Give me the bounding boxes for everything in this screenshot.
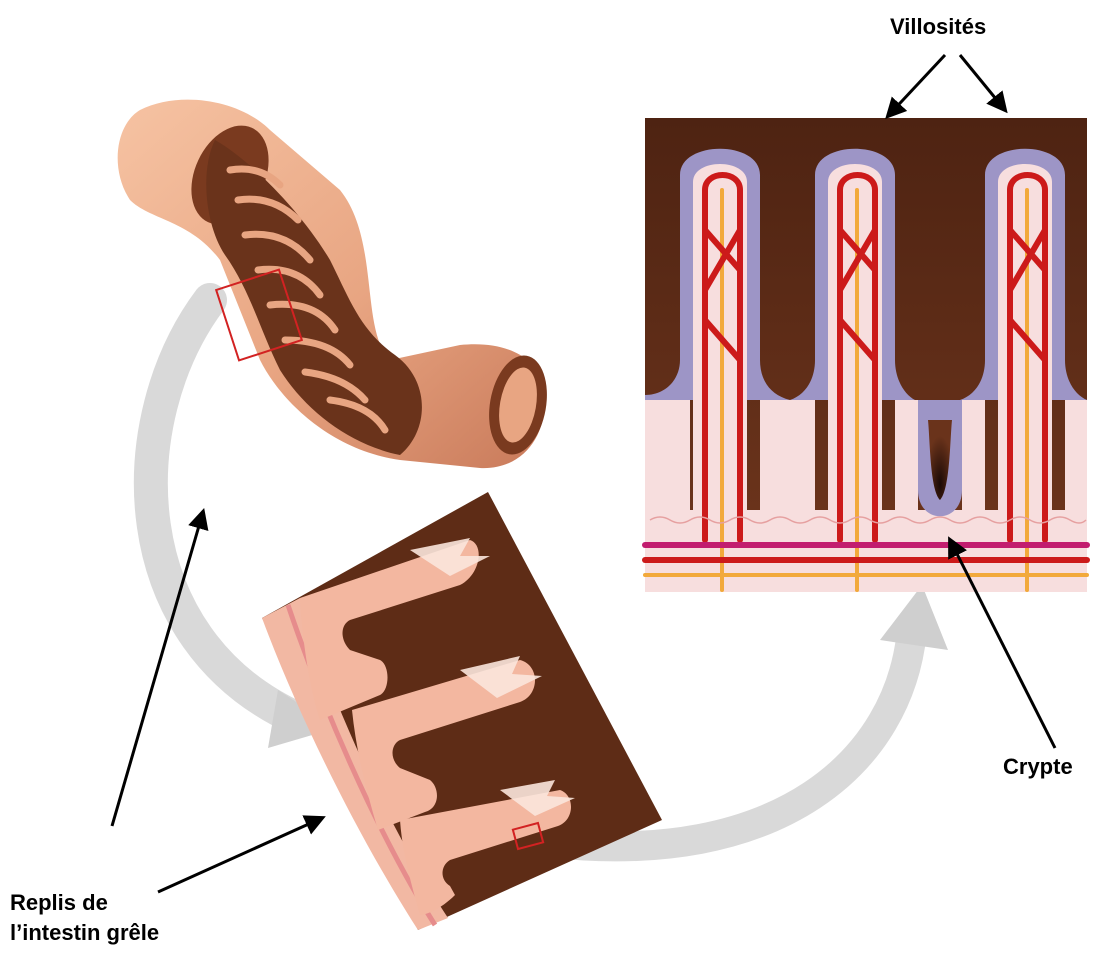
villi-closeup-illustration (645, 118, 1087, 592)
crypte-label: Crypte (1003, 752, 1073, 782)
villosites-label: Villosités (890, 12, 986, 42)
villosites-arrow-left (888, 55, 945, 116)
villosites-arrow-right (960, 55, 1005, 110)
fold-section-illustration (262, 492, 662, 930)
replis-arrow-to-section (158, 818, 322, 892)
replis-label-line1: Replis de (10, 888, 159, 918)
replis-label: Replis de l’intestin grêle (10, 888, 159, 948)
intestine-tube-illustration (118, 100, 555, 468)
replis-label-line2: l’intestin grêle (10, 918, 159, 948)
